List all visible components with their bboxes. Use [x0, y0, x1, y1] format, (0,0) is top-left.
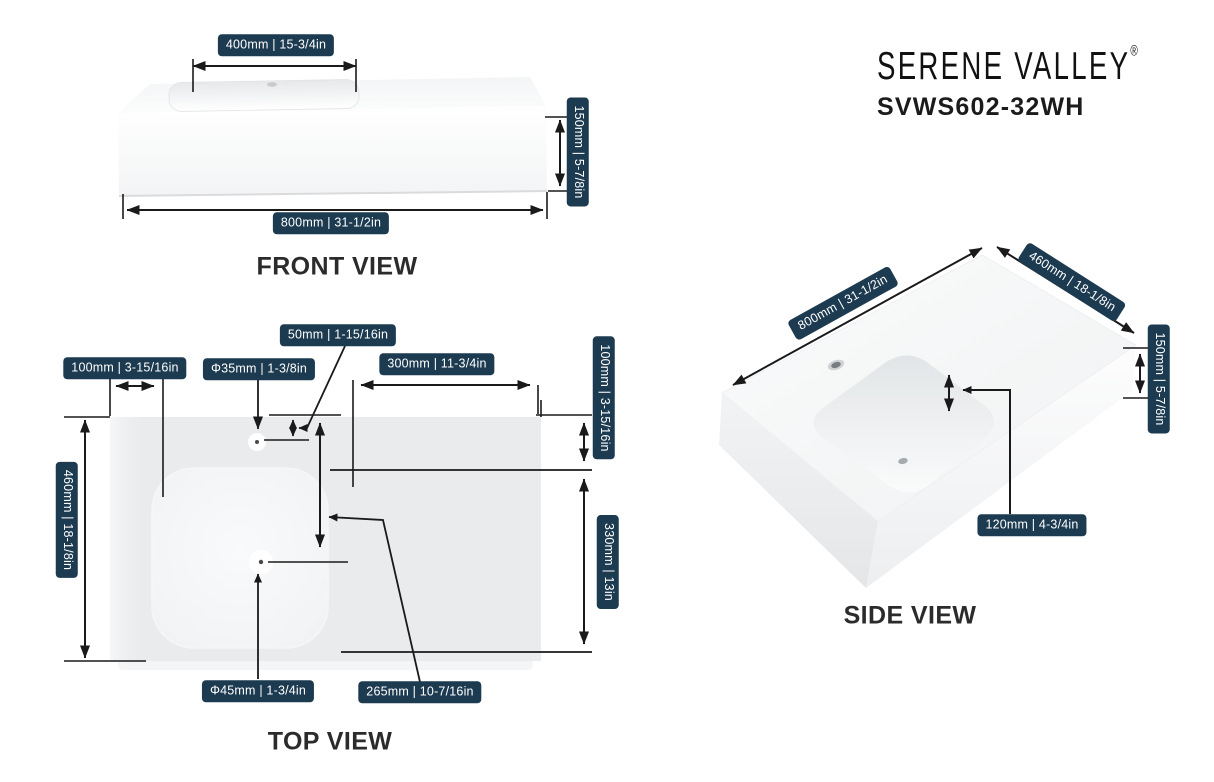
- front-view-title: FRONT VIEW: [256, 252, 418, 281]
- side-view-sink: [719, 254, 1137, 588]
- dim-label-top-counter-width: 300mm | 11-3/4in: [379, 353, 495, 375]
- dim-label-top-left-offset: 100mm | 3-15/16in: [63, 357, 187, 379]
- top-view-sink: [110, 417, 541, 670]
- dim-label-top-basin-depth: 330mm | 13in: [597, 515, 619, 609]
- dim-label-front-width: 800mm | 31-1/2in: [272, 212, 390, 234]
- brand-model: SVWS602-32WH: [877, 93, 1085, 121]
- top-view-title: TOP VIEW: [267, 727, 393, 756]
- front-view-sink: [118, 77, 548, 197]
- registered-mark: ®: [1130, 44, 1138, 60]
- side-view-title: SIDE VIEW: [843, 601, 977, 630]
- dim-label-top-faucet-setback: 50mm | 1-15/16in: [279, 324, 397, 346]
- dim-label-side-basin-inner-depth: 120mm | 4-3/4in: [977, 514, 1087, 536]
- brand-block: SERENE VALLEY® SVWS602-32WH: [877, 44, 1161, 122]
- dim-label-top-drain-setback: 265mm | 10-7/16in: [358, 681, 482, 703]
- dim-label-top-back-offset: 100mm | 3-15/16in: [593, 336, 615, 460]
- top-view-dimensions: [64, 345, 592, 683]
- dim-label-front-height: 150mm | 5-7/8in: [567, 97, 589, 207]
- dim-label-front-basin-width: 400mm | 15-3/4in: [217, 34, 335, 56]
- dim-label-side-height: 150mm | 5-7/8in: [1148, 324, 1170, 434]
- dim-label-top-faucet-hole: Φ35mm | 1-3/8in: [202, 358, 316, 380]
- dim-label-top-drain-hole: Φ45mm | 1-3/4in: [201, 680, 315, 702]
- brand-logo: SERENE VALLEY®: [877, 44, 1138, 89]
- dim-label-top-depth: 460mm | 18-1/8in: [56, 461, 78, 579]
